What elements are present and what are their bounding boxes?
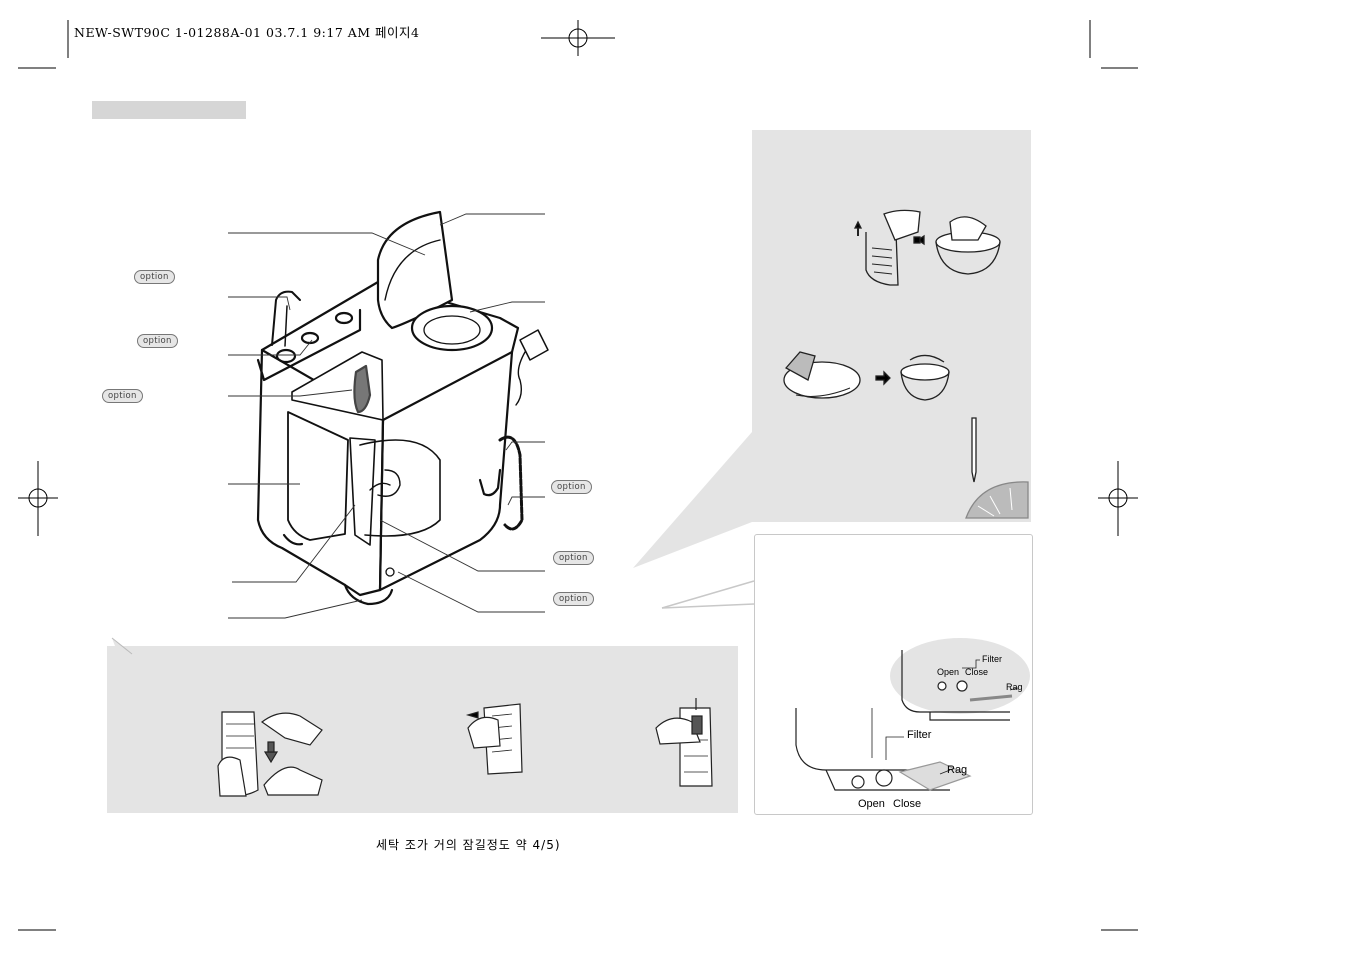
drain-callout-pointer [661, 580, 755, 609]
cleaning-steps-illustrations [217, 698, 713, 797]
filter-label-small: Filter [982, 654, 1002, 664]
print-header: NEW-SWT90C 1-01288A-01 03.7.1 9:17 AM 페이… [74, 25, 420, 40]
option-badge: option [134, 270, 175, 284]
leader-lines [228, 213, 545, 619]
footer-note: 세탁 조가 거의 잠길정도 약 4/5) [376, 838, 561, 852]
option-badge: option [553, 551, 594, 565]
lint-filter-cleaning-panel [752, 130, 1031, 522]
rag-label-small: Rag [1006, 682, 1023, 692]
filter-label-large: Filter [907, 729, 932, 741]
crop-marks [18, 20, 1138, 931]
section-title-bar [92, 101, 246, 119]
rag-label-large: Rag [947, 764, 968, 776]
option-badge: option [137, 334, 178, 348]
open-label-large: Open [858, 798, 885, 810]
option-badge: option [553, 592, 594, 606]
drain-filter-illustrations [795, 638, 1030, 791]
lint-callout-pointer [633, 432, 752, 568]
lint-filter-illustrations [783, 209, 1029, 519]
open-label-small: Open [937, 667, 960, 677]
close-label-small: Close [965, 667, 989, 677]
option-badge: option [102, 389, 143, 403]
machine-outline [256, 210, 549, 606]
close-label-large: Close [893, 798, 922, 810]
filter-cleaning-steps-panel [107, 646, 738, 813]
option-badge: option [551, 480, 592, 494]
